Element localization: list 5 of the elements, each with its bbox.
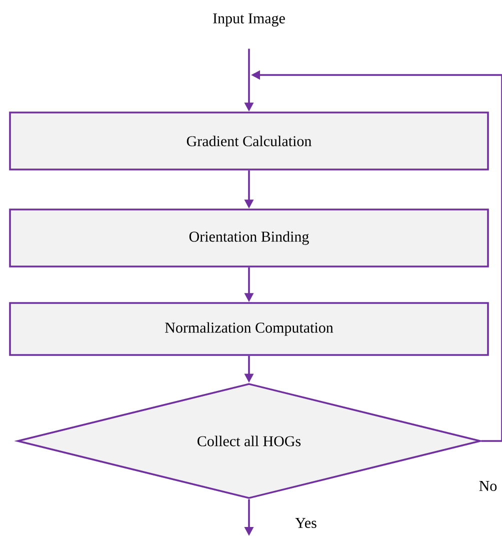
process-box: Orientation Binding <box>9 208 489 268</box>
edge-label: Yes <box>294 517 318 529</box>
process-box: Gradient Calculation <box>9 112 489 170</box>
process-box: Normalization Computation <box>9 302 489 356</box>
input-label: Input Image <box>213 13 285 27</box>
